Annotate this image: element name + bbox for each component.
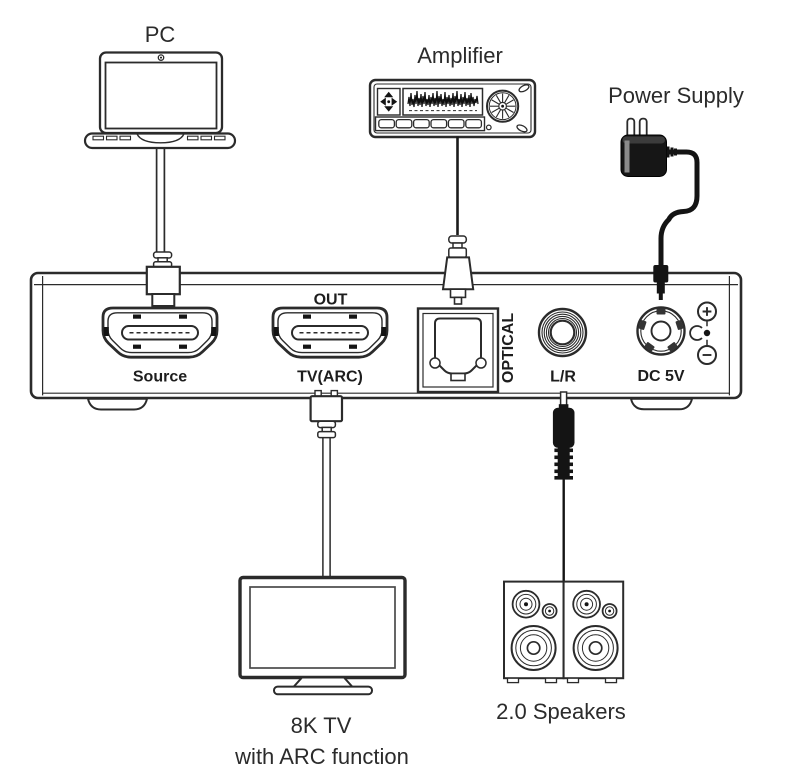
hdmi-out-port-icon [271,306,389,359]
tv-group: 8K TV with ARC function [234,389,409,769]
tv-label-line2: with ARC function [234,744,409,769]
power-supply-group: Power Supply [608,83,744,300]
laptop-keys [92,135,226,141]
pc-label: PC [145,22,176,47]
audio-jack-cable [552,391,575,581]
power-adapter-icon [620,117,677,177]
dc-jack-icon [636,306,686,356]
tv-hdmi-plug-icon [309,395,344,423]
amplifier-buttons [378,118,483,129]
pc-hdmi-plug-icon [145,265,181,296]
tv-label-line1: 8K TV [291,713,352,738]
amplifier-label: Amplifier [417,43,503,68]
pc-group: PC [83,22,237,307]
waveform-display [407,90,479,108]
laptop-icon [83,51,237,150]
port-label-lr: L/R [550,369,576,386]
speakers-group: 2.0 Speakers [496,391,626,724]
port-label-tvarc: TV(ARC) [297,369,363,386]
tv-icon [238,575,407,696]
power-cable [658,149,700,268]
amplifier-group: Amplifier [368,43,537,305]
tv-hdmi-cable [309,389,344,578]
device-foot-right [629,397,694,411]
optical-port-icon [416,307,500,394]
port-label-source: Source [133,369,187,386]
port-label-optical: OPTICAL [500,313,517,383]
device-foot-left [86,397,149,411]
jack-plug-icon [552,407,575,448]
hdmi-source-port-icon [101,306,219,359]
polarity-symbol-icon [689,301,717,365]
port-label-out: OUT [314,292,348,309]
speakers-label: 2.0 Speakers [496,699,626,724]
amplifier-knob-icon [486,89,520,123]
extractor-device: OUT Source TV(ARC) OPTICAL L/R DC 5V [29,271,743,411]
amplifier-icon [368,78,537,139]
lr-jack-icon [537,307,588,358]
speakers-icon [503,580,625,684]
pc-hdmi-cable [145,148,181,307]
optical-plug-icon [441,256,475,291]
port-label-dc5v: DC 5V [637,368,684,385]
optical-cable [441,136,475,305]
dc-plug-icon [653,265,669,300]
power-supply-label: Power Supply [608,83,744,108]
